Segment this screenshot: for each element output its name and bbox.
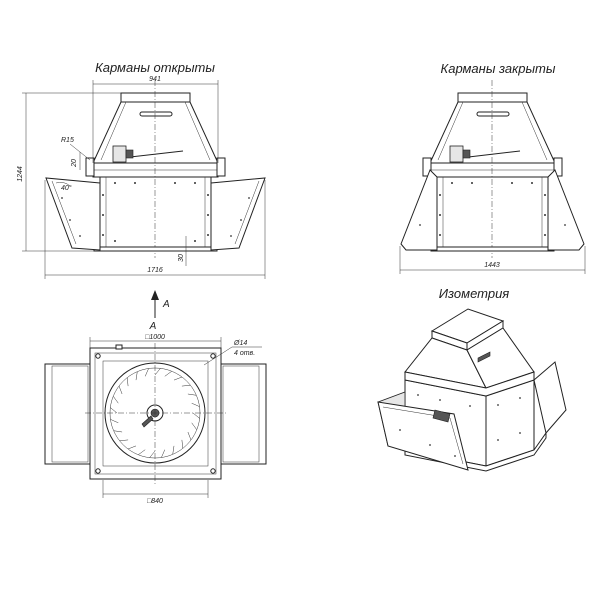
body <box>99 176 212 248</box>
roof-slot-upper <box>139 111 173 117</box>
pocket-left-open <box>45 177 101 251</box>
dim-offset-20: 20 <box>71 159 78 168</box>
dim-bottom-30: 30 <box>178 254 185 262</box>
dim-radius: R15 <box>61 137 74 144</box>
impeller-blade <box>135 371 138 381</box>
top-cap <box>120 92 191 103</box>
impeller-blade <box>191 402 200 407</box>
bolt-hole <box>95 468 101 474</box>
inner-frame <box>102 360 209 467</box>
dim-flange-size: □1000 <box>145 334 165 341</box>
bolt-hole <box>210 353 216 359</box>
dim-angle: 40° <box>61 184 72 192</box>
dim-top-width: 941 <box>149 76 161 83</box>
impeller-blade <box>191 422 198 430</box>
title-isometry: Изометрия <box>439 286 510 301</box>
top-cap-closed <box>457 92 528 103</box>
roof-sides <box>92 101 219 164</box>
impeller-blade <box>161 449 166 458</box>
bolt-hole <box>210 468 216 474</box>
dimensions-closed: 1443 <box>399 246 586 274</box>
impeller-blade <box>149 450 156 458</box>
impeller-blade <box>118 385 123 395</box>
body-closed <box>436 176 549 248</box>
iso-pocket-right <box>533 361 567 435</box>
dim-hole-diameter: Ø14 <box>233 340 247 347</box>
roof-slot-closed <box>476 111 510 117</box>
view-isometry <box>377 308 567 472</box>
motor-box <box>125 149 134 159</box>
bolt-hole <box>95 353 101 359</box>
cable-gland <box>115 344 123 350</box>
impeller-blade <box>127 445 137 450</box>
impeller-blade <box>119 439 129 442</box>
pocket-right-open <box>210 177 266 251</box>
label-arrow-a: A <box>162 299 170 310</box>
label-view-a: A <box>149 321 157 332</box>
view-pockets-open: 941 1244 1716 R15 20 40° 30 <box>17 76 266 279</box>
pocket-left-top <box>44 363 91 465</box>
impeller-blade <box>154 368 161 376</box>
impeller-blade <box>144 368 149 377</box>
rivets-body <box>102 182 209 242</box>
impeller-blade <box>112 396 119 404</box>
title-pockets-open: Карманы открыты <box>95 60 215 75</box>
bracket-left <box>85 157 95 177</box>
impeller-blade <box>164 370 172 377</box>
impeller-blade <box>181 439 184 449</box>
dimensions-open: 941 1244 1716 R15 20 40° 30 <box>17 76 266 279</box>
dim-hole-count: 4 отв. <box>234 350 255 357</box>
view-pockets-closed: 1443 <box>399 80 586 274</box>
view-arrow-a: A <box>151 290 170 318</box>
impeller-blade <box>192 412 200 419</box>
impeller-blade <box>113 430 123 433</box>
base-plate <box>93 246 218 252</box>
motor-closed <box>449 145 464 163</box>
impeller-blade <box>187 431 192 441</box>
impeller-blade <box>110 407 118 414</box>
impeller-blade <box>110 419 119 424</box>
impeller-blade <box>126 377 129 387</box>
impeller-blade <box>187 393 197 396</box>
dim-width-closed: 1443 <box>484 262 500 269</box>
dim-width-open: 1716 <box>147 267 163 274</box>
impeller-blade <box>181 384 191 387</box>
roof-inner <box>100 101 211 161</box>
dim-base-size: □840 <box>147 498 163 505</box>
view-top-a: A □1000 Ø14 4 отв. <box>44 321 267 505</box>
pocket-right-closed <box>547 169 585 251</box>
motor <box>112 145 127 163</box>
impeller-blade <box>173 376 183 381</box>
impeller-blade <box>172 445 175 455</box>
dim-height: 1244 <box>17 166 24 182</box>
pocket-left-closed <box>400 169 438 251</box>
impeller-blade <box>138 449 146 456</box>
pocket-right-top <box>220 363 267 465</box>
impeller-blades <box>110 368 200 458</box>
title-pockets-closed: Карманы закрыты <box>441 61 556 76</box>
bracket-right <box>216 157 226 177</box>
